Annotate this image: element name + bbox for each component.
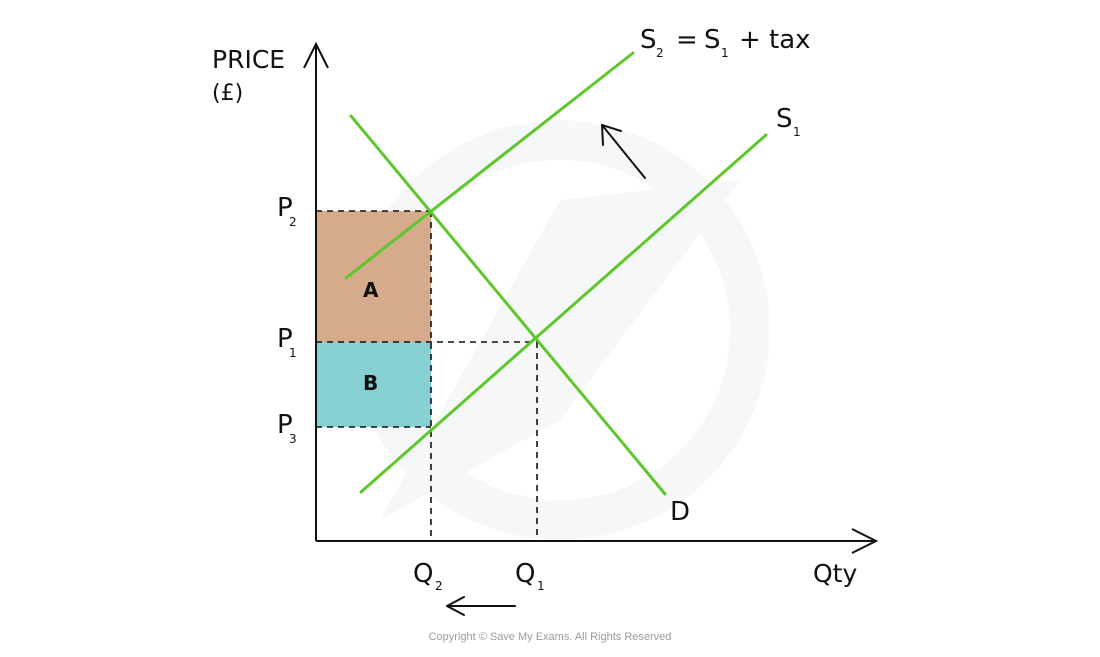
svg-text:P: P <box>277 410 293 440</box>
supply-shift-arrow <box>601 124 646 179</box>
price-label-p2: P 2 <box>277 193 297 229</box>
svg-text:S: S <box>704 25 721 55</box>
svg-text:1: 1 <box>793 125 801 139</box>
quantity-label-q2: Q 2 <box>413 559 443 593</box>
curve-label-d: D <box>670 497 690 527</box>
svg-text:1: 1 <box>289 346 297 360</box>
x-axis-arrowhead <box>851 528 879 554</box>
quantity-decrease-arrow <box>446 596 516 616</box>
price-label-p1: P 1 <box>277 324 297 360</box>
svg-text:2: 2 <box>289 215 297 229</box>
y-axis-arrowhead <box>303 41 329 69</box>
svg-text:P: P <box>277 324 293 354</box>
svg-text:S: S <box>776 104 793 134</box>
svg-text:2: 2 <box>435 579 443 593</box>
curve-label-s1: S 1 <box>776 104 801 139</box>
supply-curve-s1 <box>359 133 768 494</box>
svg-text:1: 1 <box>537 579 545 593</box>
svg-text:P: P <box>277 193 293 223</box>
svg-text:=: = <box>676 25 698 55</box>
svg-text:2: 2 <box>656 46 664 60</box>
region-b <box>316 342 431 427</box>
y-axis-unit: (£) <box>212 81 243 106</box>
region-label-a: A <box>363 278 379 302</box>
price-label-p3: P 3 <box>277 410 297 446</box>
y-axis-label: PRICE <box>212 45 285 74</box>
svg-text:1: 1 <box>721 46 729 60</box>
region-a <box>316 211 431 342</box>
curve-label-s2: S 2 = S 1 + tax <box>640 25 811 60</box>
x-axis-label: Qty <box>813 559 857 588</box>
svg-text:Q: Q <box>515 559 535 589</box>
quantity-label-q1: Q 1 <box>515 559 545 593</box>
supply-curve-s2 <box>344 51 635 280</box>
copyright-text: Copyright © Save My Exams. All Rights Re… <box>429 631 672 643</box>
region-label-b: B <box>363 371 378 395</box>
demand-curve <box>349 114 667 496</box>
svg-text:Q: Q <box>413 559 433 589</box>
svg-text:+ tax: + tax <box>739 25 811 55</box>
svg-text:3: 3 <box>289 432 297 446</box>
svg-text:S: S <box>640 25 657 55</box>
